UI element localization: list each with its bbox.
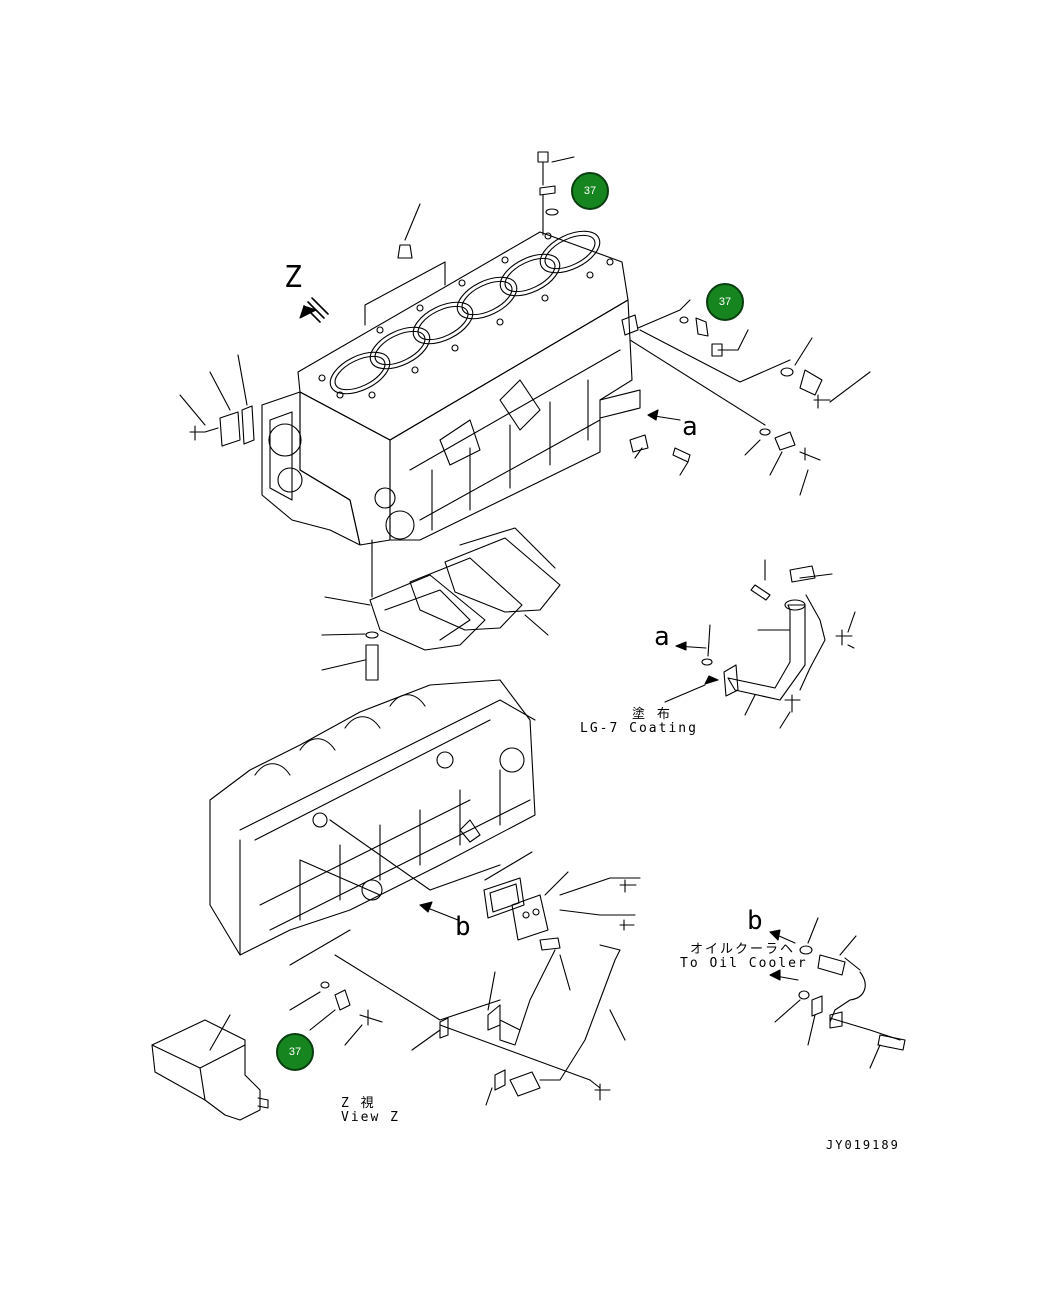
- main-bearing-caps: [321, 527, 561, 681]
- view-z-letter: Z: [284, 260, 303, 295]
- engine-outline-reference: [151, 1014, 269, 1121]
- oil-cooler-label-en: To Oil Cooler: [680, 956, 808, 971]
- oil-cooler-connector: [769, 917, 906, 1069]
- view-z-label-jp: Z 視: [341, 1096, 376, 1111]
- coating-label-en: LG-7 Coating: [580, 721, 698, 736]
- view-a-letter-lower: a: [654, 622, 670, 652]
- coating-label-jp: 塗 布: [632, 707, 672, 722]
- view-b-letter-right: b: [747, 906, 763, 936]
- callout-badge-37-bottom[interactable]: 37: [276, 1033, 314, 1071]
- view-a-letter-upper: a: [682, 412, 698, 442]
- callout-badge-37-top[interactable]: 37: [571, 172, 609, 210]
- upper-cylinder-block: [179, 151, 871, 546]
- oil-filler-pipe: [664, 559, 856, 729]
- view-b-letter-lower: b: [455, 912, 471, 942]
- oil-cooler-label-jp: オイルクーラヘ: [690, 942, 796, 957]
- callout-badge-37-right[interactable]: 37: [706, 283, 744, 321]
- view-z-label-en: View Z: [341, 1110, 400, 1125]
- drawing-number: JY019189: [826, 1138, 900, 1152]
- lower-block-view-z: [209, 679, 591, 1081]
- oil-sensors: [411, 851, 641, 1106]
